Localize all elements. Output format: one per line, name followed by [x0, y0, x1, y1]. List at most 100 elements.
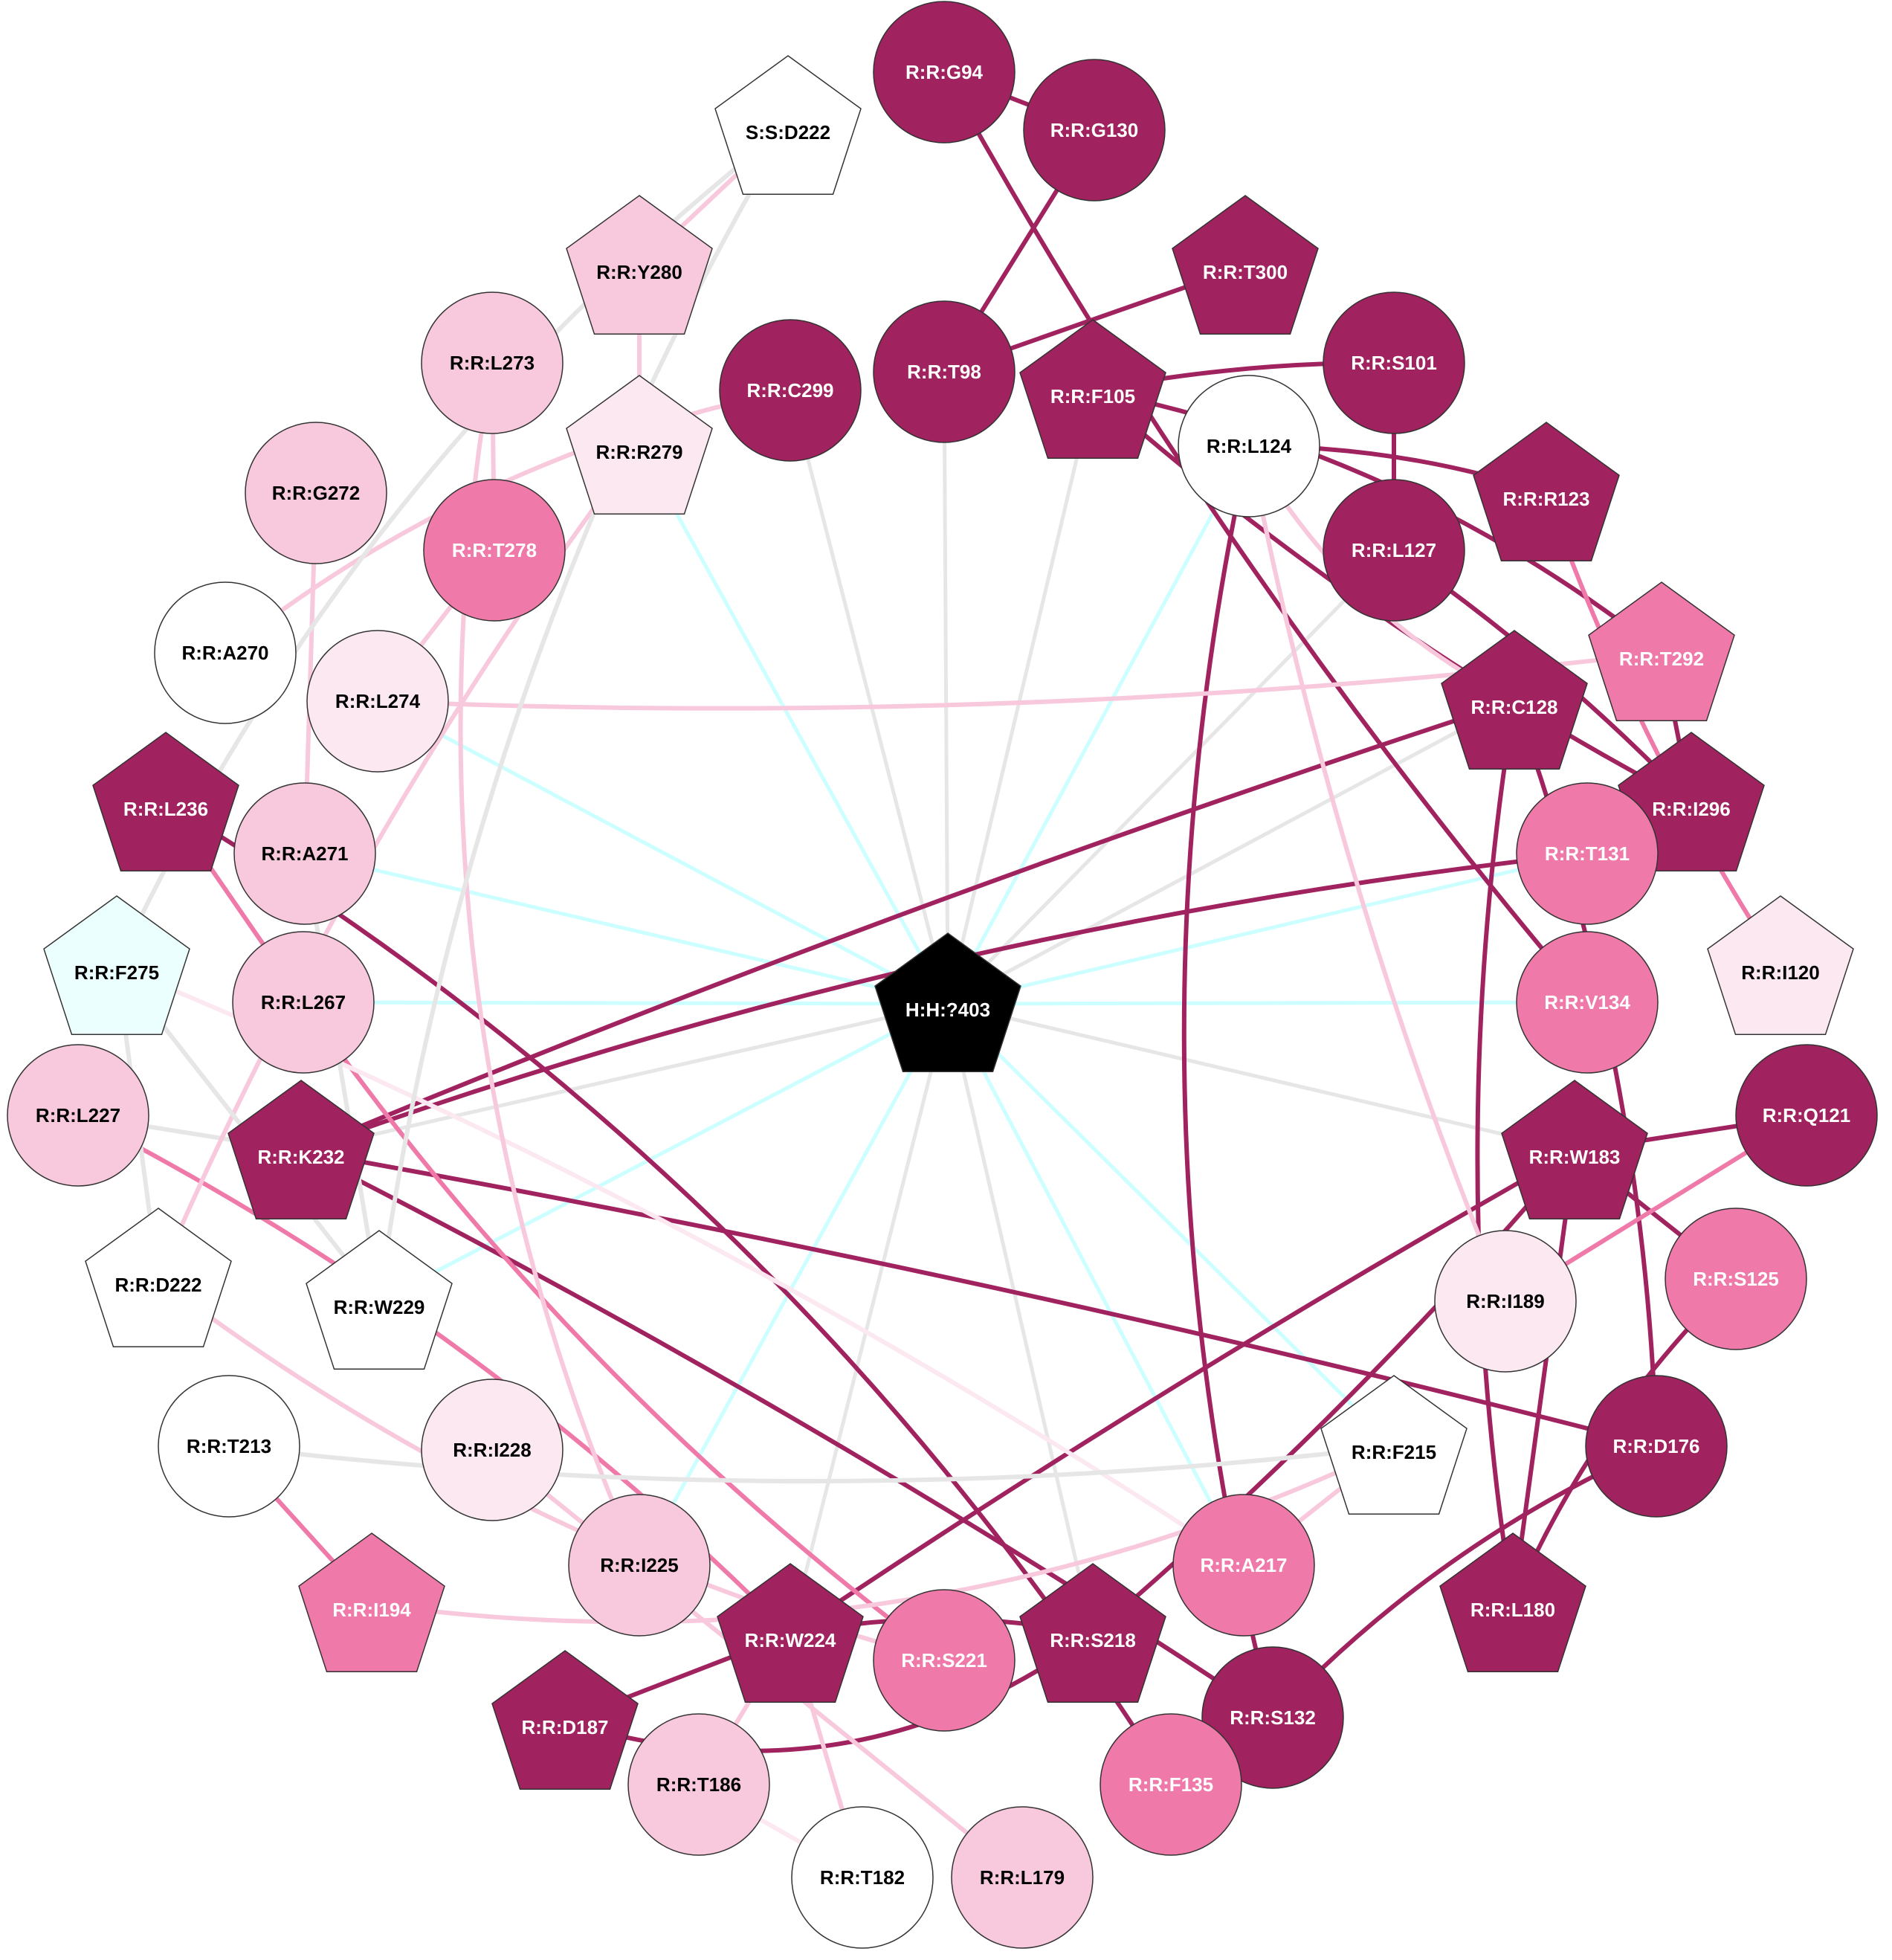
node-r-r-y280[interactable]: R:R:Y280: [566, 195, 713, 335]
edge-h-h-403-to-r-r-a217: [946, 1002, 1246, 1567]
edge-r-r-g94-to-r-r-v134: [942, 71, 1589, 1004]
nodes-layer: H:H:?403R:R:G94R:R:G130S:S:D222R:R:T300R…: [7, 1, 1878, 1949]
node-s-s-d222[interactable]: S:S:D222: [714, 55, 862, 196]
edge-h-h-403-to-r-r-w229: [378, 1002, 949, 1303]
edge-r-r-l124-to-r-r-i189: [1247, 445, 1508, 1303]
node-label: R:R:T300: [1203, 261, 1288, 283]
node-r-r-l180[interactable]: R:R:L180: [1439, 1532, 1586, 1673]
node-label: R:R:R123: [1502, 488, 1589, 510]
node-r-r-f135[interactable]: R:R:F135: [1100, 1713, 1242, 1856]
node-r-r-g94[interactable]: R:R:G94: [873, 1, 1016, 144]
node-label: R:R:F105: [1050, 385, 1135, 407]
node-r-r-t131[interactable]: R:R:T131: [1516, 782, 1659, 925]
node-circle-shape: [1178, 375, 1320, 518]
node-label: R:R:F275: [74, 961, 159, 984]
edge-h-h-403-to-r-r-l124: [946, 445, 1251, 1005]
edge-r-r-r279-to-r-r-d222: [156, 445, 642, 1280]
node-circle-shape: [306, 630, 449, 773]
node-r-r-s218[interactable]: R:R:S218: [1019, 1563, 1166, 1703]
node-r-r-d176[interactable]: R:R:D176: [1585, 1375, 1728, 1518]
node-label: R:R:L227: [36, 1104, 120, 1126]
node-circle-shape: [1516, 782, 1659, 925]
node-r-r-v134[interactable]: R:R:V134: [1516, 931, 1659, 1074]
node-r-r-t300[interactable]: R:R:T300: [1172, 195, 1319, 335]
node-r-r-t292[interactable]: R:R:T292: [1588, 581, 1735, 722]
node-r-r-i225[interactable]: R:R:I225: [568, 1494, 711, 1637]
node-r-r-t98[interactable]: R:R:T98: [873, 300, 1016, 443]
node-r-r-c299[interactable]: R:R:C299: [719, 319, 862, 462]
node-r-r-a270[interactable]: R:R:A270: [154, 581, 297, 724]
node-r-r-l267[interactable]: R:R:L267: [232, 931, 375, 1074]
node-circle-shape: [423, 479, 566, 622]
node-pentagon-shape: [1588, 581, 1735, 722]
node-r-r-t186[interactable]: R:R:T186: [627, 1713, 770, 1856]
node-r-r-t182[interactable]: R:R:T182: [791, 1806, 934, 1949]
node-label: R:R:I189: [1466, 1290, 1544, 1312]
node-r-r-l127[interactable]: R:R:L127: [1323, 479, 1465, 622]
node-r-r-l236[interactable]: R:R:L236: [92, 732, 239, 872]
node-r-r-l273[interactable]: R:R:L273: [421, 291, 564, 434]
node-label: R:R:Q121: [1763, 1104, 1850, 1126]
node-r-r-w229[interactable]: R:R:W229: [306, 1230, 453, 1370]
node-label: R:R:L127: [1352, 539, 1436, 561]
node-pentagon-shape: [1707, 895, 1854, 1036]
node-h-h-403[interactable]: H:H:?403: [874, 932, 1021, 1073]
node-pentagon-shape: [714, 55, 862, 196]
node-r-r-i189[interactable]: R:R:I189: [1434, 1230, 1577, 1373]
node-label: R:R:S125: [1693, 1268, 1779, 1290]
node-label: R:R:A271: [261, 842, 348, 865]
node-r-r-s125[interactable]: R:R:S125: [1665, 1208, 1807, 1350]
node-pentagon-shape: [1501, 1080, 1648, 1220]
node-label: R:R:W224: [745, 1629, 836, 1651]
node-r-r-t278[interactable]: R:R:T278: [423, 479, 566, 622]
node-r-r-t213[interactable]: R:R:T213: [158, 1375, 300, 1518]
node-r-r-l124[interactable]: R:R:L124: [1178, 375, 1320, 518]
node-r-r-l179[interactable]: R:R:L179: [951, 1806, 1094, 1949]
node-label: R:R:D176: [1612, 1435, 1699, 1457]
node-r-r-i228[interactable]: R:R:I228: [421, 1379, 564, 1521]
node-r-r-i194[interactable]: R:R:I194: [298, 1532, 445, 1673]
node-circle-shape: [7, 1044, 149, 1187]
node-r-r-r279[interactable]: R:R:R279: [566, 375, 713, 515]
node-r-r-d187[interactable]: R:R:D187: [491, 1650, 639, 1790]
node-r-r-f215[interactable]: R:R:F215: [1320, 1375, 1468, 1515]
node-label: R:R:T186: [656, 1773, 741, 1796]
node-label: R:R:S132: [1230, 1706, 1316, 1729]
node-r-r-c128[interactable]: R:R:C128: [1441, 630, 1588, 770]
node-label: R:R:T278: [452, 539, 537, 561]
node-r-r-l274[interactable]: R:R:L274: [306, 630, 449, 773]
node-r-r-g130[interactable]: R:R:G130: [1023, 59, 1166, 202]
edge-h-h-403-to-r-r-f215: [946, 1002, 1395, 1448]
node-label: R:R:T131: [1545, 842, 1630, 865]
node-r-r-s101[interactable]: R:R:S101: [1323, 291, 1465, 434]
node-r-r-r123[interactable]: R:R:R123: [1473, 422, 1620, 562]
node-r-r-d222[interactable]: R:R:D222: [85, 1208, 232, 1348]
node-label: R:R:K232: [257, 1146, 344, 1168]
node-r-r-w183[interactable]: R:R:W183: [1501, 1080, 1648, 1220]
node-r-r-q121[interactable]: R:R:Q121: [1735, 1044, 1878, 1187]
node-label: R:R:Y280: [596, 261, 682, 283]
node-circle-shape: [951, 1806, 1094, 1949]
node-pentagon-shape: [491, 1650, 639, 1790]
node-r-r-w224[interactable]: R:R:W224: [717, 1563, 864, 1703]
node-r-r-k232[interactable]: R:R:K232: [227, 1080, 375, 1220]
edge-r-r-k232-to-r-r-d176: [300, 1149, 1657, 1448]
node-label: R:R:L273: [450, 352, 535, 374]
edge-h-h-403-to-r-r-w183: [947, 1002, 1575, 1153]
node-pentagon-shape: [92, 732, 239, 872]
node-r-r-s132[interactable]: R:R:S132: [1201, 1646, 1344, 1789]
node-pentagon-shape: [566, 195, 713, 335]
node-r-r-a217[interactable]: R:R:A217: [1172, 1494, 1315, 1637]
node-r-r-l227[interactable]: R:R:L227: [7, 1044, 149, 1187]
node-pentagon-shape: [566, 375, 713, 515]
node-circle-shape: [1100, 1713, 1242, 1856]
edge-h-h-403-to-r-r-t98: [942, 371, 950, 1005]
node-r-r-g272[interactable]: R:R:G272: [245, 422, 387, 564]
node-r-r-i120[interactable]: R:R:I120: [1707, 895, 1854, 1036]
node-r-r-f105[interactable]: R:R:F105: [1019, 319, 1166, 460]
node-r-r-s221[interactable]: R:R:S221: [873, 1589, 1016, 1732]
node-r-r-a271[interactable]: R:R:A271: [233, 782, 376, 925]
node-pentagon-shape: [227, 1080, 375, 1220]
node-r-r-f275[interactable]: R:R:F275: [43, 895, 190, 1036]
node-circle-shape: [1323, 479, 1465, 622]
